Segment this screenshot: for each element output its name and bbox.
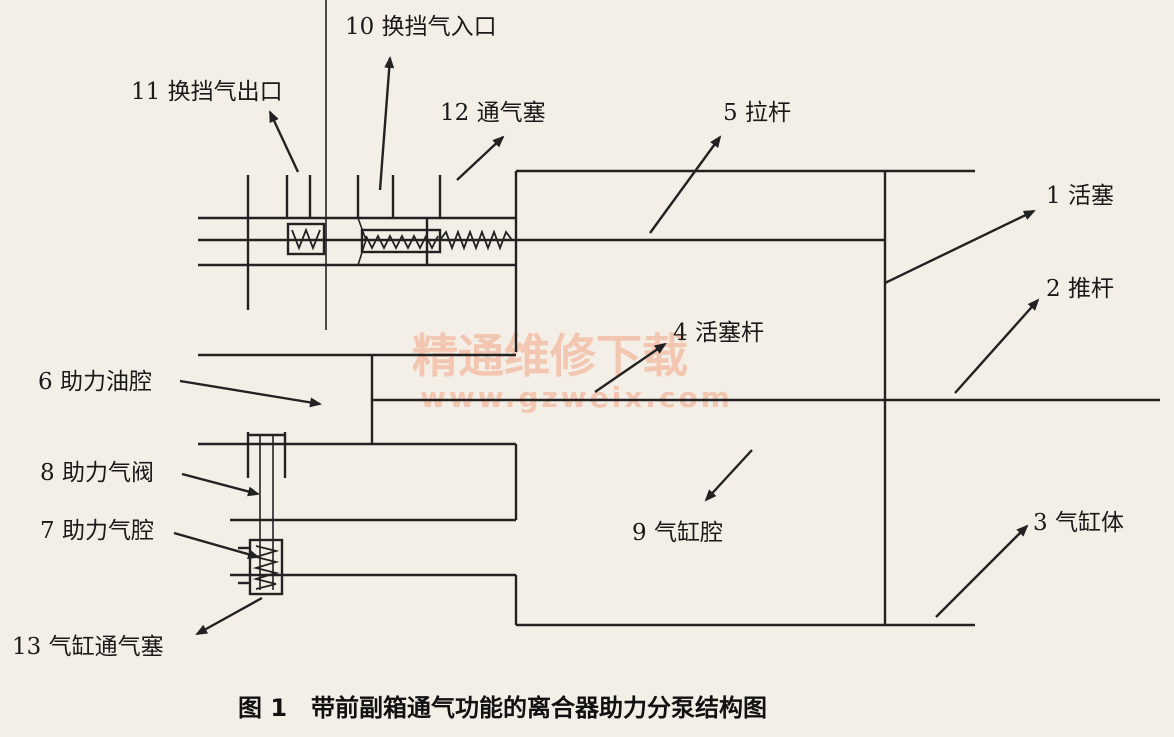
figure-caption: 图 1 带前副箱通气功能的离合器助力分泵结构图 [238, 694, 767, 722]
label-shift-outlet: 11 换挡气出口 [131, 79, 283, 105]
label-cylinder-chamber: 9 气缸腔 [632, 520, 723, 546]
arrow-piston [884, 209, 1036, 285]
label-cylinder-body: 3 气缸体 [1033, 510, 1124, 536]
vent-plug-spring [360, 228, 442, 254]
shift-valve-housing [198, 175, 516, 310]
label-piston: 1 活塞 [1046, 183, 1114, 209]
label-cylinder-vent-plug: 13 气缸通气塞 [12, 634, 164, 660]
pull-rod-spring [439, 229, 513, 251]
booster-valve [246, 432, 287, 590]
arrow-push-rod [954, 298, 1040, 394]
label-piston-rod: 4 活塞杆 [673, 320, 764, 346]
cylinder-vent-plug [238, 538, 284, 596]
shift-spring-small [286, 222, 326, 256]
label-shift-inlet: 10 换挡气入口 [345, 14, 497, 40]
label-booster-valve: 8 助力气阀 [40, 460, 154, 486]
oil-chamber [198, 353, 516, 446]
label-pull-rod: 5 拉杆 [723, 100, 791, 126]
cylinder-body [514, 169, 975, 627]
arrow-pull-rod [649, 135, 722, 234]
label-push-rod: 2 推杆 [1046, 276, 1114, 302]
arrow-vent-plug [456, 135, 505, 181]
arrow-shift-outlet [268, 110, 300, 173]
labels: 1 活塞 2 推杆 3 气缸体 4 活塞杆 5 拉杆 6 助力油腔 7 助力气腔… [12, 14, 1124, 660]
arrow-piston-rod [594, 342, 667, 393]
arrow-oil-chamber [179, 379, 322, 408]
arrow-cylinder-vent [195, 596, 263, 636]
arrow-cylinder-chamber [704, 449, 753, 502]
leader-arrows [173, 56, 1040, 636]
arrow-cylinder-body [935, 524, 1029, 618]
arrow-booster-valve [181, 472, 260, 497]
arrow-air-chamber [173, 531, 260, 560]
label-oil-chamber: 6 助力油腔 [38, 369, 152, 395]
watermark: 精通维修下载 www.gzweix.com [412, 329, 733, 414]
air-chamber [230, 518, 516, 577]
label-vent-plug: 12 通气塞 [440, 100, 546, 126]
label-air-chamber: 7 助力气腔 [40, 518, 154, 544]
watermark-url: www.gzweix.com [420, 381, 733, 414]
arrow-shift-inlet [378, 56, 395, 191]
